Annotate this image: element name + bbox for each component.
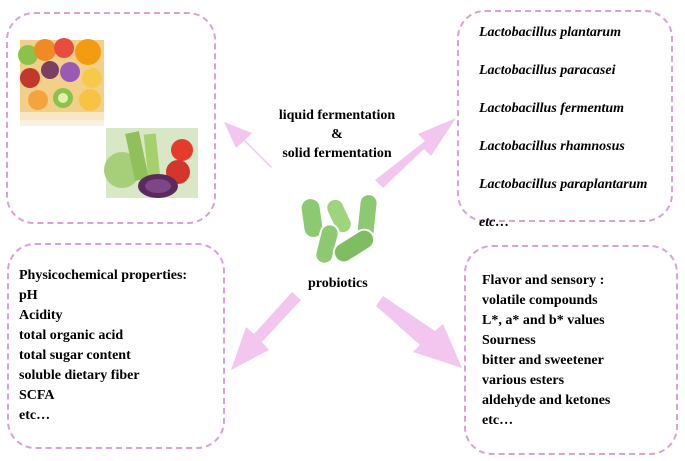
strain-item: Lactobacillus rhamnosus bbox=[479, 139, 625, 154]
vegetable-image bbox=[104, 128, 198, 198]
physicochemical-heading: Physicochemical properties: bbox=[19, 268, 188, 283]
physicochemical-item: Acidity bbox=[19, 308, 63, 323]
flavor-item: aldehyde and ketones bbox=[482, 393, 611, 408]
physicochemical-item: total sugar content bbox=[19, 348, 131, 363]
physicochemical-list: Physicochemical properties: pH Acidity t… bbox=[19, 266, 187, 426]
flavor-heading: Flavor and sensory : bbox=[482, 273, 605, 288]
fruit-vegetable-box bbox=[6, 12, 216, 224]
strain-item: Lactobacillus fermentum bbox=[479, 101, 625, 116]
strain-item: Lactobacillus paraplantarum bbox=[479, 177, 648, 192]
bacteria-icon bbox=[299, 193, 379, 265]
arrow-to-produce bbox=[224, 122, 272, 175]
fermentation-line-3: solid fermentation bbox=[282, 146, 392, 161]
flavor-box bbox=[464, 245, 678, 455]
arrow-to-strains bbox=[375, 118, 456, 188]
strain-item: Lactobacillus plantarum bbox=[479, 25, 621, 40]
physicochemical-item: total organic acid bbox=[19, 328, 124, 343]
probiotics-label: probiotics bbox=[308, 276, 368, 291]
flavor-item: L*, a* and b* values bbox=[482, 313, 605, 328]
fruit-image bbox=[18, 38, 104, 126]
fermentation-line-1: liquid fermentation bbox=[278, 108, 396, 123]
strains-box bbox=[457, 10, 673, 222]
flavor-item: bitter and sweetener bbox=[482, 353, 604, 368]
flavor-item: etc… bbox=[482, 413, 514, 428]
physicochemical-item: soluble dietary fiber bbox=[19, 368, 140, 383]
arrow-to-flavor bbox=[376, 296, 462, 368]
arrow-to-physicochemical bbox=[231, 292, 301, 370]
strain-item: etc… bbox=[479, 215, 510, 230]
strain-item: Lactobacillus paracasei bbox=[479, 63, 616, 78]
flavor-item: Sourness bbox=[482, 333, 536, 348]
flavor-item: various esters bbox=[482, 373, 565, 388]
fermentation-label: liquid fermentation & solid fermentation bbox=[262, 106, 412, 163]
physicochemical-box bbox=[7, 243, 225, 449]
fermentation-line-2: & bbox=[331, 127, 343, 142]
flavor-list: Flavor and sensory : volatile compounds … bbox=[482, 271, 610, 431]
physicochemical-item: pH bbox=[19, 288, 38, 303]
physicochemical-item: SCFA bbox=[19, 388, 55, 403]
physicochemical-item: etc… bbox=[19, 408, 51, 423]
strains-list: Lactobacillus plantarum Lactobacillus pa… bbox=[479, 14, 647, 242]
flavor-item: volatile compounds bbox=[482, 293, 598, 308]
